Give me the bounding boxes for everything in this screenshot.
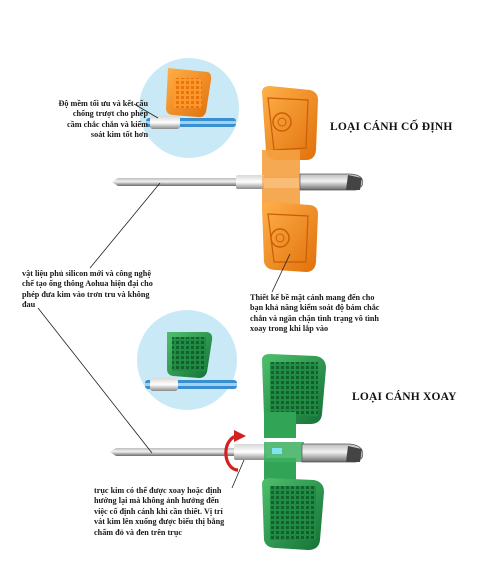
rotating-wing-zoom-circle — [137, 310, 237, 410]
rotate-arrow-icon — [224, 430, 246, 472]
fixed-needle — [112, 173, 364, 191]
silicone-note: vật liệu phủ silicon mới và công nghệ ch… — [22, 269, 153, 310]
leader-lines — [37, 103, 291, 489]
rotating-needle — [110, 442, 364, 463]
rotating-wing-upper — [262, 354, 326, 438]
fixed-wing-title: LOẠI CÁNH CỐ ĐỊNH — [330, 121, 453, 133]
wing-surface-note: Thiết kế bề mặt cánh mang đến cho bạn kh… — [250, 293, 380, 334]
fixed-wing-lower — [262, 188, 318, 272]
needle-rotation-note: trục kim có thể được xoay hoặc định hướn… — [94, 486, 225, 537]
softness-note: Độ mềm tối ưu và kết cấu chống trượt cho… — [58, 99, 148, 140]
rotating-wing-lower — [262, 458, 324, 550]
fixed-wing-upper — [262, 86, 318, 178]
rotating-wing-title: LOẠI CÁNH XOAY — [352, 391, 457, 403]
fixed-wing-zoom-circle — [139, 58, 239, 158]
